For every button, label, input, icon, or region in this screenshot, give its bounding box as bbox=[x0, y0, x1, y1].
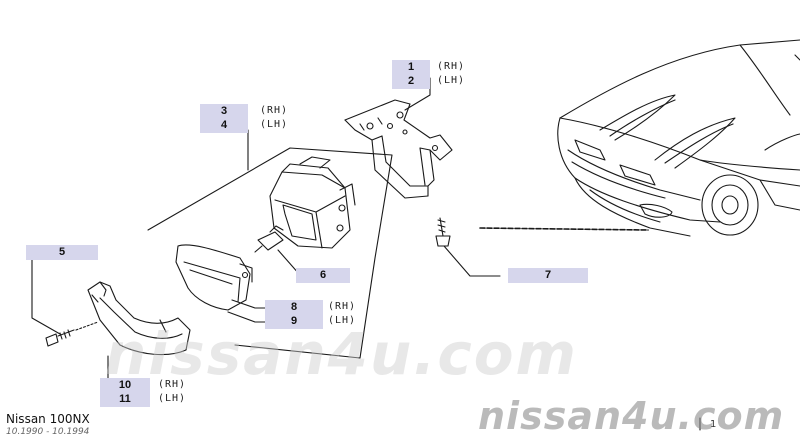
leader-7 bbox=[443, 245, 501, 277]
callout-2-suffix: (LH) bbox=[437, 75, 466, 86]
callout-7: 7 bbox=[508, 268, 588, 283]
screw-illustration bbox=[45, 329, 75, 347]
callout-10-suffix: (RH) bbox=[158, 379, 187, 390]
callout-1-suffix: (RH) bbox=[437, 61, 466, 72]
bolt-illustration bbox=[435, 217, 451, 247]
callout-9-suffix: (LH) bbox=[328, 315, 357, 326]
callout-11: 11 bbox=[100, 392, 150, 407]
callout-3-suffix: (RH) bbox=[260, 105, 289, 116]
leader-5-dashed bbox=[75, 321, 99, 331]
lamp-housing-illustration bbox=[269, 156, 356, 249]
car-illustration bbox=[557, 39, 800, 237]
callout-3: 3 bbox=[200, 104, 248, 119]
callout-4: 4 bbox=[200, 118, 248, 133]
leader-5 bbox=[31, 257, 61, 335]
watermark-center: nissan4u.com bbox=[105, 320, 578, 388]
callout-9: 9 bbox=[265, 314, 323, 329]
watermark-bottom: nissan4u.com bbox=[478, 394, 785, 438]
callout-4-suffix: (LH) bbox=[260, 119, 289, 130]
bulb-illustration bbox=[254, 225, 284, 253]
callout-8-suffix: (RH) bbox=[328, 301, 357, 312]
leader-line-to-car bbox=[479, 227, 649, 231]
callout-2: 2 bbox=[392, 74, 430, 89]
bezel-illustration bbox=[87, 281, 191, 356]
leader-1-2 bbox=[404, 77, 431, 111]
callout-10: 10 bbox=[100, 378, 150, 393]
callout-5: 5 bbox=[26, 245, 98, 260]
callout-11-suffix: (LH) bbox=[158, 393, 187, 404]
fog-lamp-illustration bbox=[175, 244, 253, 311]
date-range: 10.1990 - 10.1994 bbox=[6, 427, 90, 437]
assembly-outline bbox=[147, 147, 393, 359]
callout-8: 8 bbox=[265, 300, 323, 315]
corner-mark: 1 bbox=[710, 419, 717, 430]
callout-1: 1 bbox=[392, 60, 430, 75]
callout-6: 6 bbox=[296, 268, 350, 283]
model-title: Nissan 100NX bbox=[6, 412, 90, 426]
bracket-illustration bbox=[344, 99, 453, 199]
